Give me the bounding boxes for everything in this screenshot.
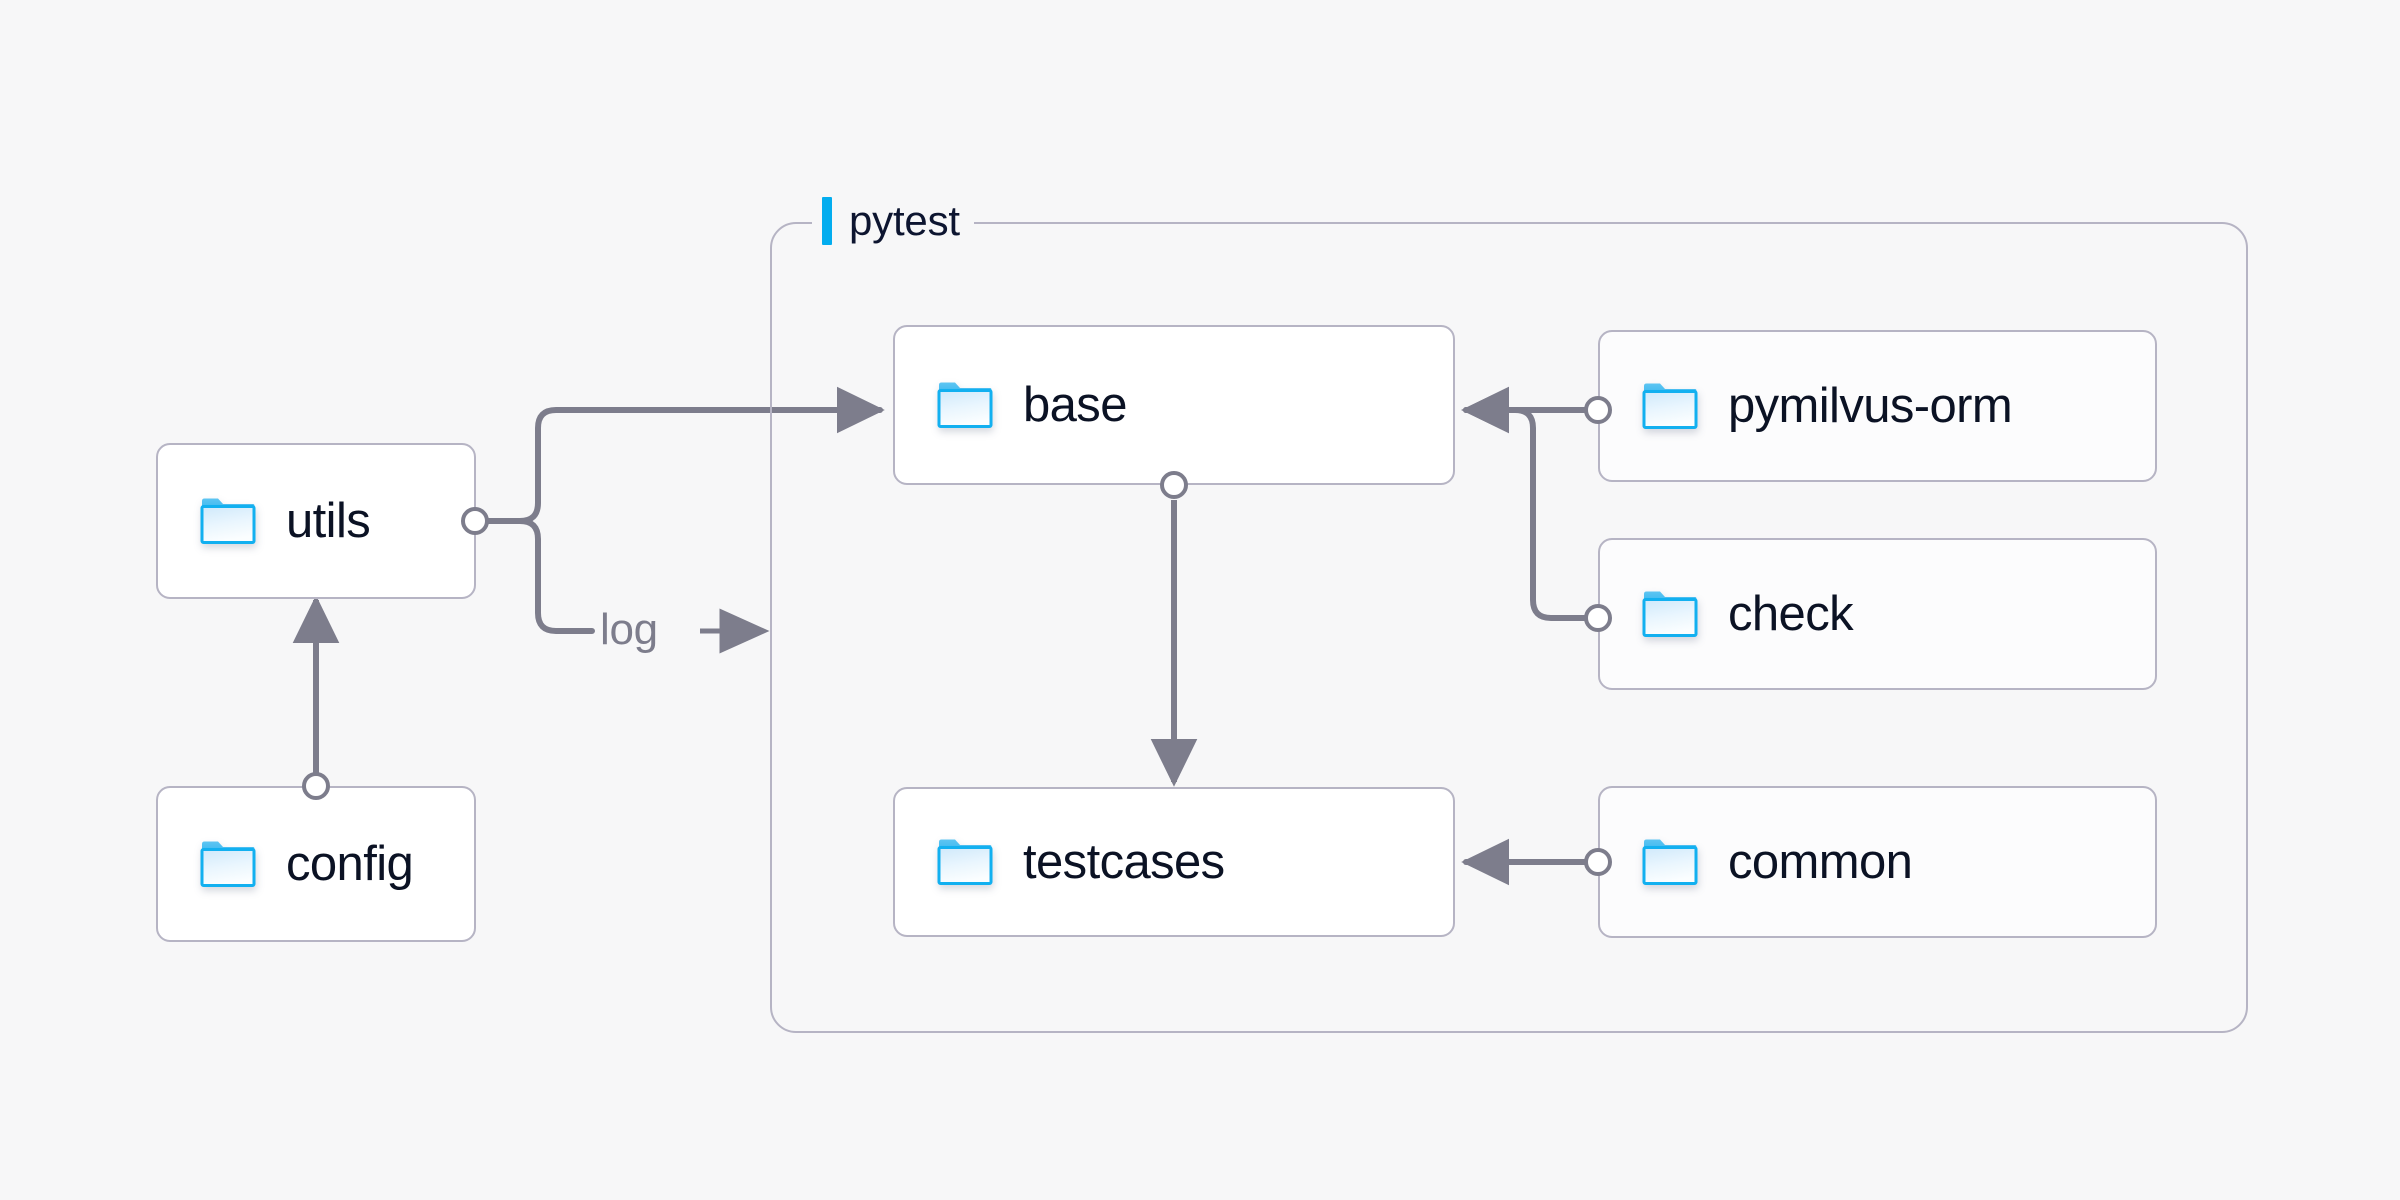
folder-icon (200, 840, 256, 888)
port-check-left[interactable] (1584, 604, 1612, 632)
node-label-testcases: testcases (1023, 834, 1225, 889)
port-pymilvus-orm-left[interactable] (1584, 396, 1612, 424)
folder-icon (937, 838, 993, 886)
node-config[interactable]: config (156, 786, 476, 942)
node-common[interactable]: common (1598, 786, 2157, 938)
port-utils-right[interactable] (461, 507, 489, 535)
folder-icon (937, 381, 993, 429)
pytest-group-container[interactable] (770, 222, 2248, 1033)
pytest-accent-bar (822, 197, 832, 245)
folder-icon (1642, 838, 1698, 886)
node-label-config: config (286, 836, 414, 891)
node-utils[interactable]: utils (156, 443, 476, 599)
node-testcases[interactable]: testcases (893, 787, 1455, 937)
edge-label-log: log (600, 605, 658, 654)
pytest-group-label-text: pytest (849, 197, 960, 244)
port-base-bottom[interactable] (1160, 471, 1188, 499)
node-label-pymilvus-orm: pymilvus-orm (1728, 378, 2013, 433)
port-config-top[interactable] (302, 772, 330, 800)
port-common-left[interactable] (1584, 848, 1612, 876)
node-label-base: base (1023, 377, 1127, 432)
node-label-common: common (1728, 834, 1913, 889)
pytest-group-label: pytest (812, 190, 974, 252)
node-check[interactable]: check (1598, 538, 2157, 690)
node-label-utils: utils (286, 493, 371, 548)
folder-icon (1642, 382, 1698, 430)
folder-icon (1642, 590, 1698, 638)
node-base[interactable]: base (893, 325, 1455, 485)
folder-icon (200, 497, 256, 545)
node-pymilvus-orm[interactable]: pymilvus-orm (1598, 330, 2157, 482)
node-label-check: check (1728, 586, 1854, 641)
